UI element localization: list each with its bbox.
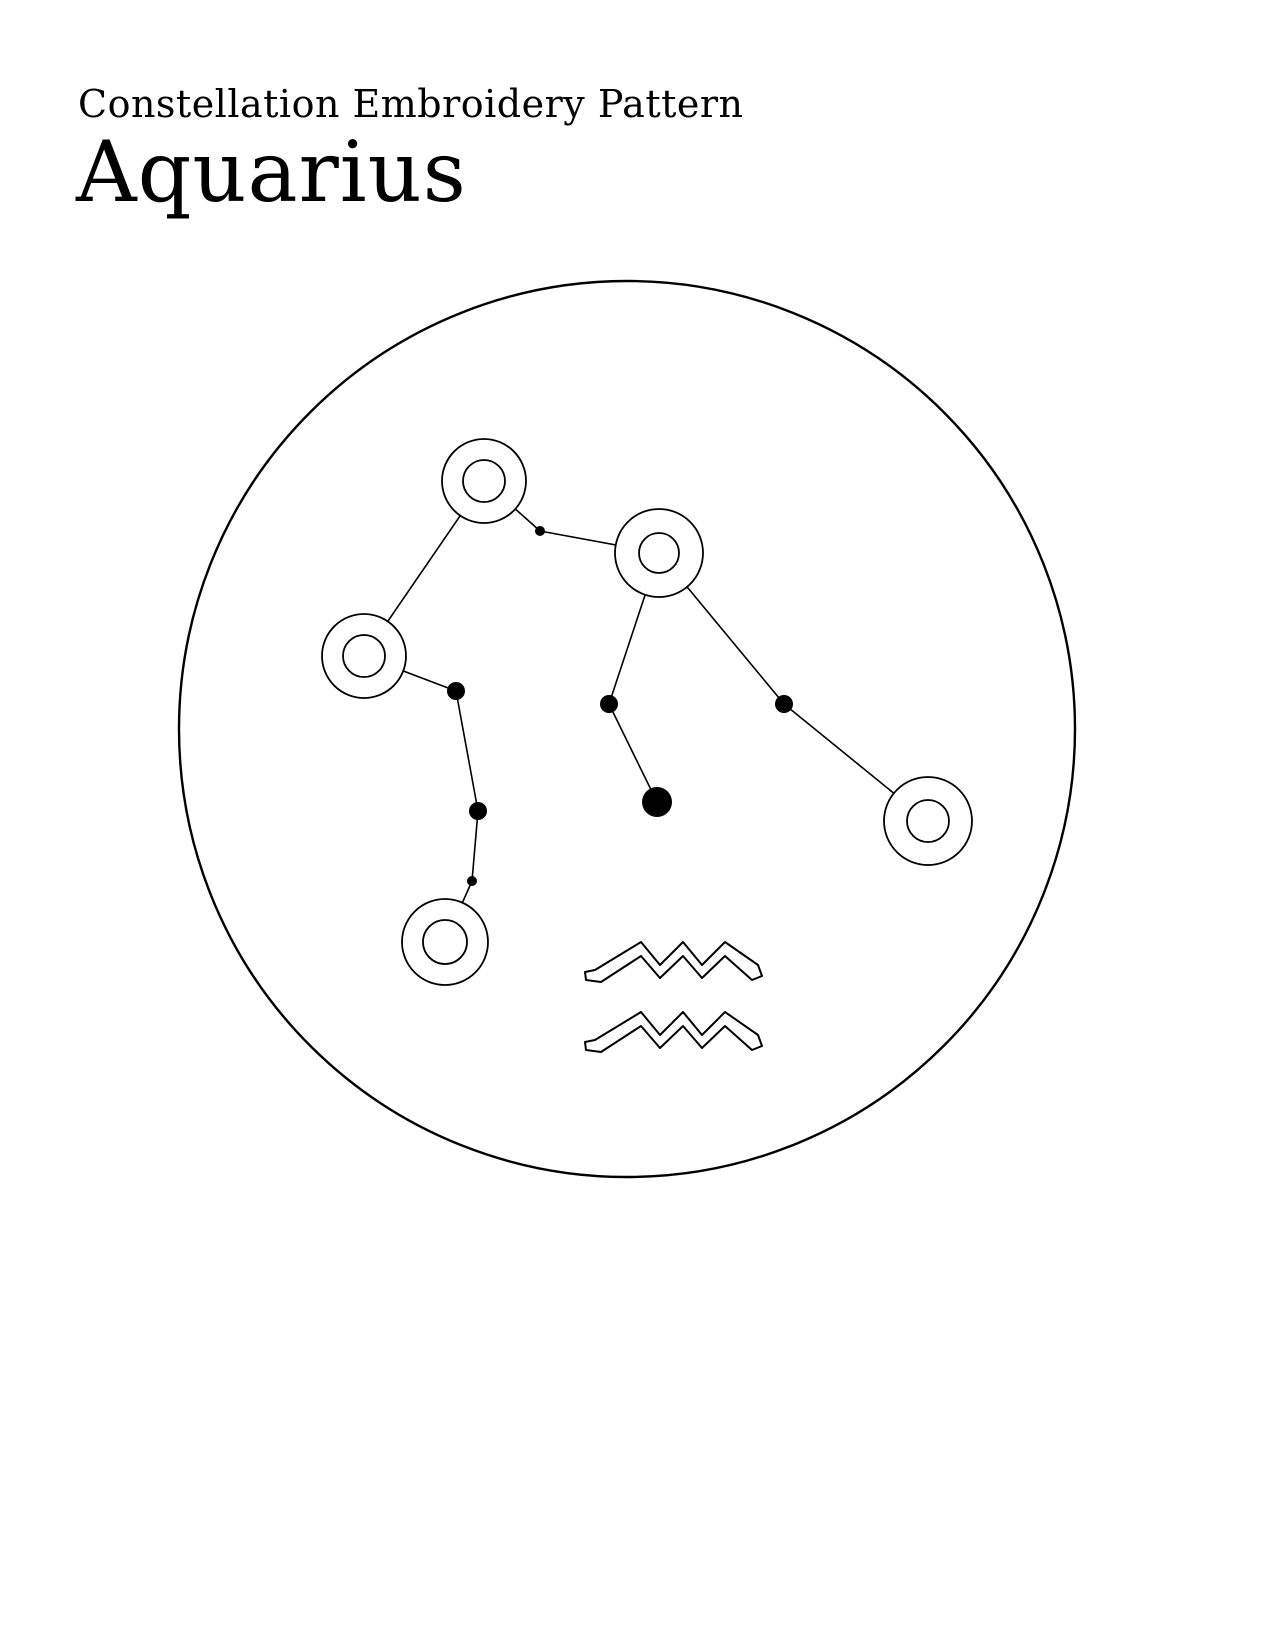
link-star-10-star-11 [608, 703, 658, 803]
star-3-ringed-star [321, 613, 407, 699]
constellation-title: Aquarius [76, 123, 467, 221]
star-10-dot-star [600, 695, 618, 713]
star-7-dot-star [447, 682, 465, 700]
star-6-dot-star [535, 526, 545, 536]
star-4-ringed-star [401, 898, 489, 986]
link-star-8-star-9 [471, 810, 479, 882]
constellation-stars [321, 438, 973, 986]
star-5-ringed-star [883, 776, 973, 866]
star-8-dot-star [469, 802, 487, 820]
star-2-ringed-star [614, 508, 704, 598]
aquarius-glyph-icon [584, 941, 763, 1053]
star-9-dot-star [467, 876, 477, 886]
star-11-dot-star [642, 787, 672, 817]
star-12-dot-star [775, 695, 793, 713]
link-star-7-star-8 [455, 690, 479, 812]
pattern-subtitle: Constellation Embroidery Pattern [78, 82, 744, 126]
star-1-ringed-star [441, 438, 527, 524]
embroidery-hoop [177, 279, 1077, 1179]
